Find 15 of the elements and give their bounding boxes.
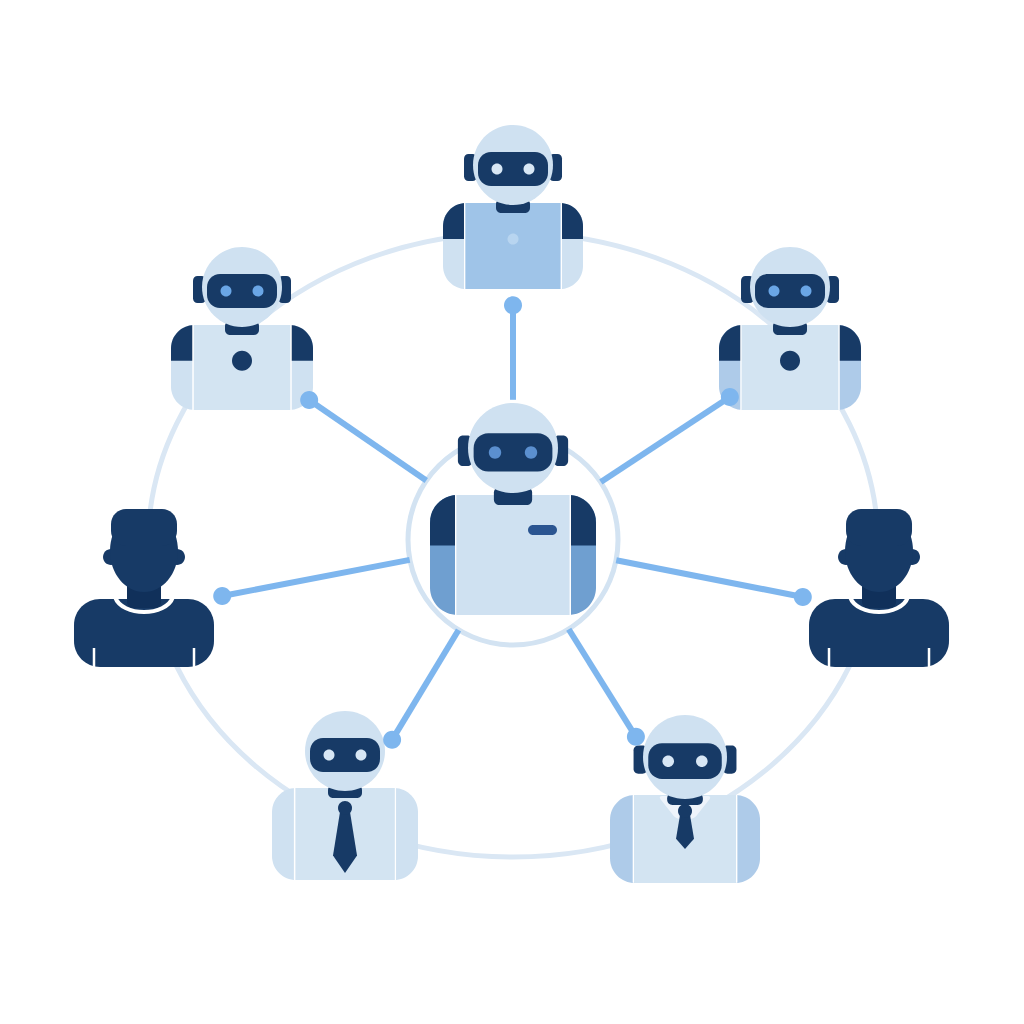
connector-line	[213, 556, 411, 605]
person-figure	[809, 509, 949, 668]
robot-figure	[719, 247, 861, 410]
person-figure	[74, 509, 214, 668]
connector-line	[566, 627, 645, 746]
connector-line	[300, 391, 428, 483]
robot-figure	[272, 711, 418, 880]
connector-line	[504, 296, 522, 400]
robot-figure	[405, 403, 621, 648]
robot-figure	[443, 125, 583, 289]
connector-line	[383, 628, 462, 749]
connector-line	[615, 557, 812, 606]
robot-figure	[171, 247, 313, 410]
connector-line	[599, 388, 739, 485]
robot-figure	[610, 715, 760, 883]
